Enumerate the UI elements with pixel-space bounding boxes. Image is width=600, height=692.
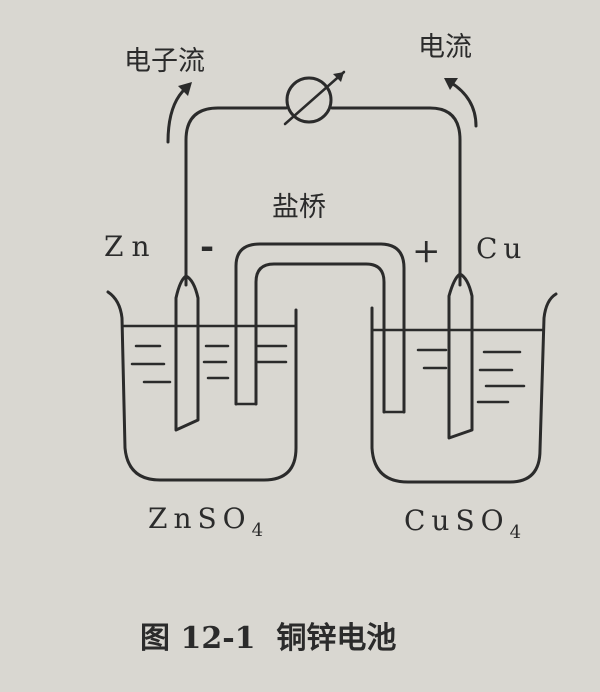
- electron-flow-arrow-icon: [166, 82, 192, 144]
- copper-metal-label: Cu: [476, 232, 527, 265]
- external-wire: [184, 106, 462, 287]
- copper-solution-label: CuSO4: [404, 504, 527, 543]
- zinc-half-cell-beaker: [106, 290, 298, 482]
- zinc-metal-label: Zn: [104, 230, 158, 263]
- copper-half-cell-beaker: [370, 292, 558, 484]
- electron-flow-label: 电子流: [124, 46, 205, 77]
- current-label: 电流: [418, 32, 472, 63]
- galvanometer-icon: [283, 70, 346, 126]
- zinc-solution-label: ZnSO4: [148, 502, 269, 541]
- current-flow-arrow-icon: [444, 78, 478, 128]
- zinc-electrode: [174, 274, 200, 432]
- copper-electrode: [447, 272, 474, 440]
- salt-bridge-label: 盐桥: [272, 192, 326, 223]
- cathode-sign: +: [412, 231, 441, 271]
- anode-sign: -: [200, 227, 214, 267]
- figure-caption: 图 12-1 铜锌电池: [140, 621, 396, 656]
- salt-bridge-tube: [234, 242, 406, 414]
